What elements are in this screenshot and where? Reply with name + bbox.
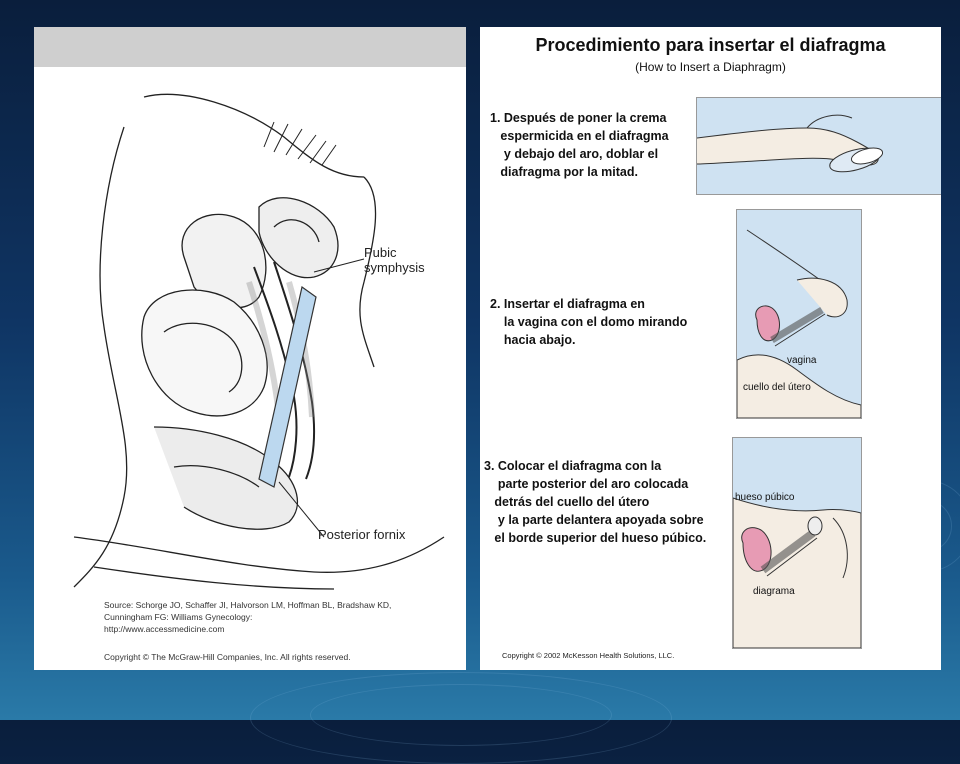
pubic-symphysis-label: Pubic symphysis [364,245,425,275]
background-ripple [310,684,612,746]
procedure-subtitle: (How to Insert a Diaphragm) [480,60,941,74]
pubic-bone-label: hueso púbico [735,492,795,503]
vagina-label: vagina [787,355,816,366]
diaphragm-label: diagrama [753,586,795,597]
step-2-text: 2. Insertar el diafragma en la vagina co… [490,295,687,349]
procedure-figure-panel: Procedimiento para insertar el diafragma… [480,27,941,670]
step-1-text: 1. Después de poner la crema espermicida… [490,109,669,181]
pubic-label-line1: Pubic [364,245,425,260]
source-url: http://www.accessmedicine.com [104,624,224,634]
step-3-illustration: hueso púbico diagrama [732,437,862,649]
anatomy-figure-panel: Pubic symphysis Posterior fornix Source:… [34,27,466,670]
pubic-label-line2: symphysis [364,260,425,275]
source-citation: Source: Schorge JO, Schaffer JI, Halvors… [104,600,391,622]
cervix-label: cuello del útero [743,382,811,393]
step-2-illustration: vagina cuello del útero [736,209,862,419]
step-3-text: 3. Colocar el diafragma con la parte pos… [484,457,706,547]
procedure-title: Procedimiento para insertar el diafragma [480,35,941,56]
left-copyright: Copyright © The McGraw-Hill Companies, I… [104,652,351,662]
figure-source: Source: Schorge JO, Schaffer JI, Halvors… [104,599,404,635]
posterior-fornix-label: Posterior fornix [318,527,405,542]
step-1-illustration [696,97,941,195]
right-copyright: Copyright © 2002 McKesson Health Solutio… [502,651,674,660]
sagittal-pelvis-illustration [34,67,466,597]
figure-header-bar [34,27,466,67]
